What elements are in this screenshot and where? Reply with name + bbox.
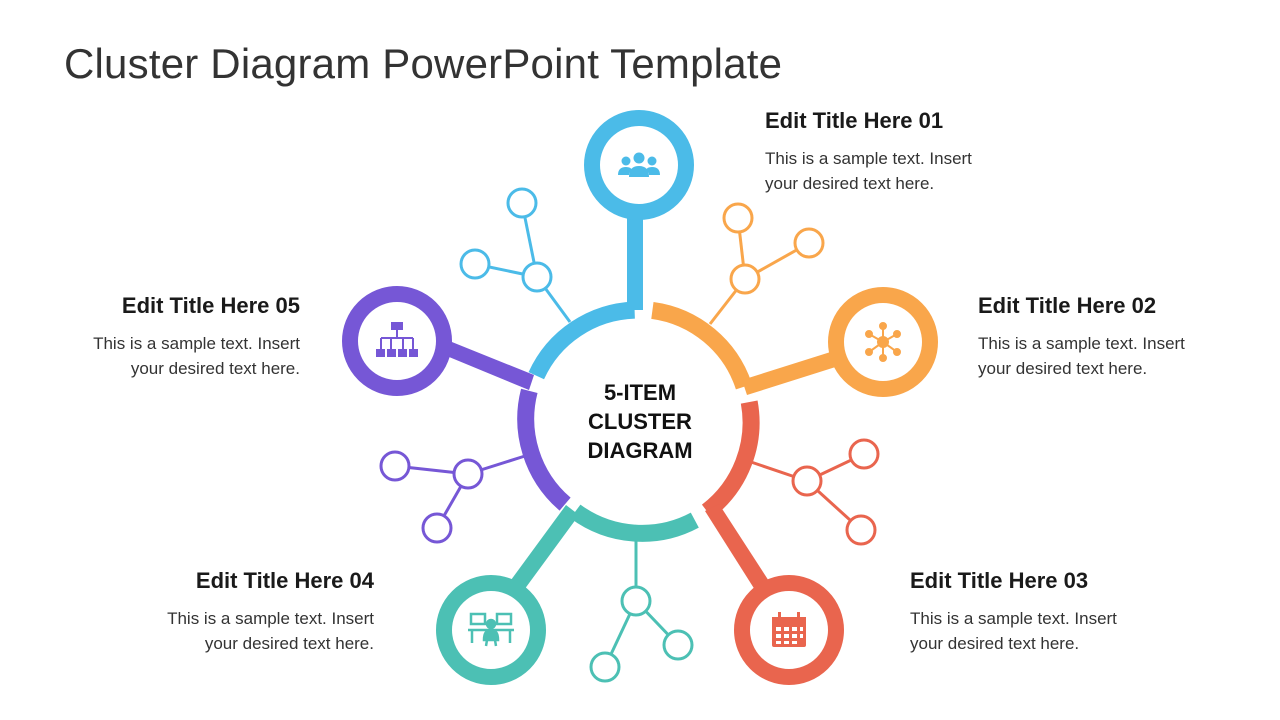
ring-segment-03	[701, 400, 760, 519]
ring-segment-01	[528, 301, 636, 380]
users-group-icon	[618, 152, 660, 177]
item-03-text: Edit Title Here 03 This is a sample text…	[910, 568, 1170, 656]
center-label-line1: 5-ITEM	[603, 380, 677, 405]
spoke-03	[705, 504, 776, 601]
item-04-text: Edit Title Here 04 This is a sample text…	[114, 568, 374, 656]
network-hub-icon	[865, 322, 901, 362]
ring-segment-04	[570, 504, 699, 542]
icon-circle-03	[734, 575, 844, 685]
icon-circle-04	[436, 575, 546, 685]
node-cluster-04	[589, 540, 694, 683]
item-05-text: Edit Title Here 05 This is a sample text…	[40, 293, 300, 381]
node-cluster-01	[459, 187, 572, 323]
item-04-desc: This is a sample text. Insert your desir…	[167, 609, 374, 653]
item-01-title: Edit Title Here 01	[765, 108, 944, 133]
item-02-desc: This is a sample text. Insert your desir…	[978, 334, 1185, 378]
spoke-05	[437, 338, 534, 390]
icon-circle-05	[342, 286, 452, 396]
item-02-title: Edit Title Here 02	[978, 293, 1157, 318]
spoke-01	[627, 212, 643, 310]
slide-title: Cluster Diagram PowerPoint Template	[64, 40, 783, 87]
node-cluster-05	[379, 450, 526, 544]
item-02-text: Edit Title Here 02 This is a sample text…	[978, 293, 1238, 381]
ring-segment-05	[517, 388, 571, 511]
ring-segment-02	[651, 301, 753, 390]
item-01-desc: This is a sample text. Insert your desir…	[765, 149, 972, 193]
item-05-desc: This is a sample text. Insert your desir…	[93, 334, 300, 378]
center-label: 5-ITEM CLUSTER DIAGRAM	[560, 378, 720, 465]
center-label-line2: CLUSTER	[588, 409, 692, 434]
icon-circle-02	[828, 287, 938, 397]
calendar-icon	[772, 612, 806, 647]
spoke-02	[742, 349, 845, 395]
node-cluster-03	[750, 438, 880, 546]
spoke-04	[511, 505, 579, 590]
item-04-title: Edit Title Here 04	[195, 568, 374, 593]
item-03-desc: This is a sample text. Insert your desir…	[910, 609, 1117, 653]
workspace-desks-icon	[468, 612, 514, 647]
center-ring	[517, 301, 760, 542]
node-cluster-02	[708, 202, 825, 325]
icon-circle-01	[584, 110, 694, 220]
item-01-text: Edit Title Here 01 This is a sample text…	[765, 108, 1025, 196]
item-03-title: Edit Title Here 03	[910, 568, 1089, 593]
center-label-line3: DIAGRAM	[587, 438, 693, 463]
item-05-title: Edit Title Here 05	[121, 293, 300, 318]
org-chart-icon	[376, 322, 418, 357]
